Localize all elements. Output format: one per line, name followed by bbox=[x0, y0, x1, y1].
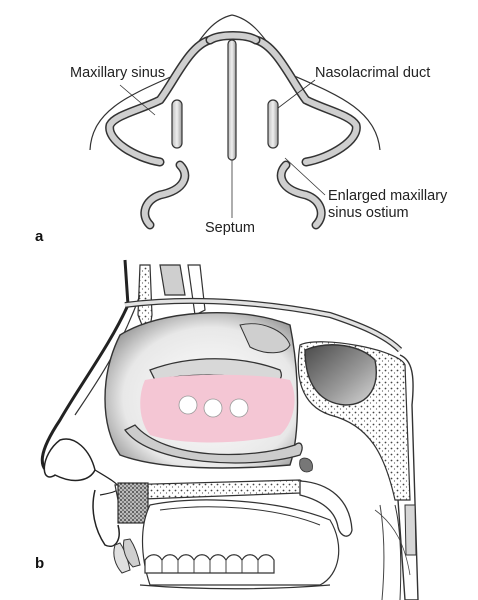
septum-bar bbox=[227, 39, 237, 161]
front-tooth-2 bbox=[123, 538, 141, 568]
lower-jaw bbox=[139, 584, 331, 590]
nasolacrimal-duct-left bbox=[171, 99, 183, 149]
ostium-circle-2 bbox=[203, 398, 223, 418]
nose-tip bbox=[43, 438, 96, 482]
leader-ostium bbox=[284, 157, 326, 196]
leader-maxillary-sinus bbox=[119, 84, 156, 116]
panel-letter-b: b bbox=[35, 555, 45, 572]
leader-nasolacrimal bbox=[277, 79, 316, 109]
label-nasolacrimal-duct: Nasolacrimal duct bbox=[315, 65, 431, 81]
ostium-circle-3 bbox=[229, 398, 249, 418]
label-enlarged-ostium-2: sinus ostium bbox=[328, 205, 409, 221]
panel-letter-a: a bbox=[35, 228, 44, 245]
coronal-diagram bbox=[89, 14, 381, 230]
maxilla-block bbox=[117, 482, 149, 524]
frontal-sinus-tube bbox=[159, 264, 186, 296]
label-enlarged-ostium-1: Enlarged maxillary bbox=[328, 188, 448, 204]
nasolacrimal-duct-right bbox=[267, 99, 279, 149]
inferior-turbinate bbox=[124, 424, 303, 464]
label-maxillary-sinus: Maxillary sinus bbox=[70, 65, 166, 81]
label-septum: Septum bbox=[205, 220, 255, 236]
sagittal-diagram bbox=[40, 259, 419, 600]
upper-lip bbox=[92, 489, 120, 547]
front-tooth-1 bbox=[113, 542, 131, 574]
panel-a: Maxillary sinus Nasolacrimal duct Enlarg… bbox=[0, 0, 478, 245]
nasal-dorsum bbox=[40, 259, 130, 477]
panel-b: b bbox=[0, 255, 478, 600]
pharyngeal-wall bbox=[397, 354, 419, 600]
ostium-circle-1 bbox=[178, 395, 198, 415]
soft-palate bbox=[299, 480, 353, 537]
